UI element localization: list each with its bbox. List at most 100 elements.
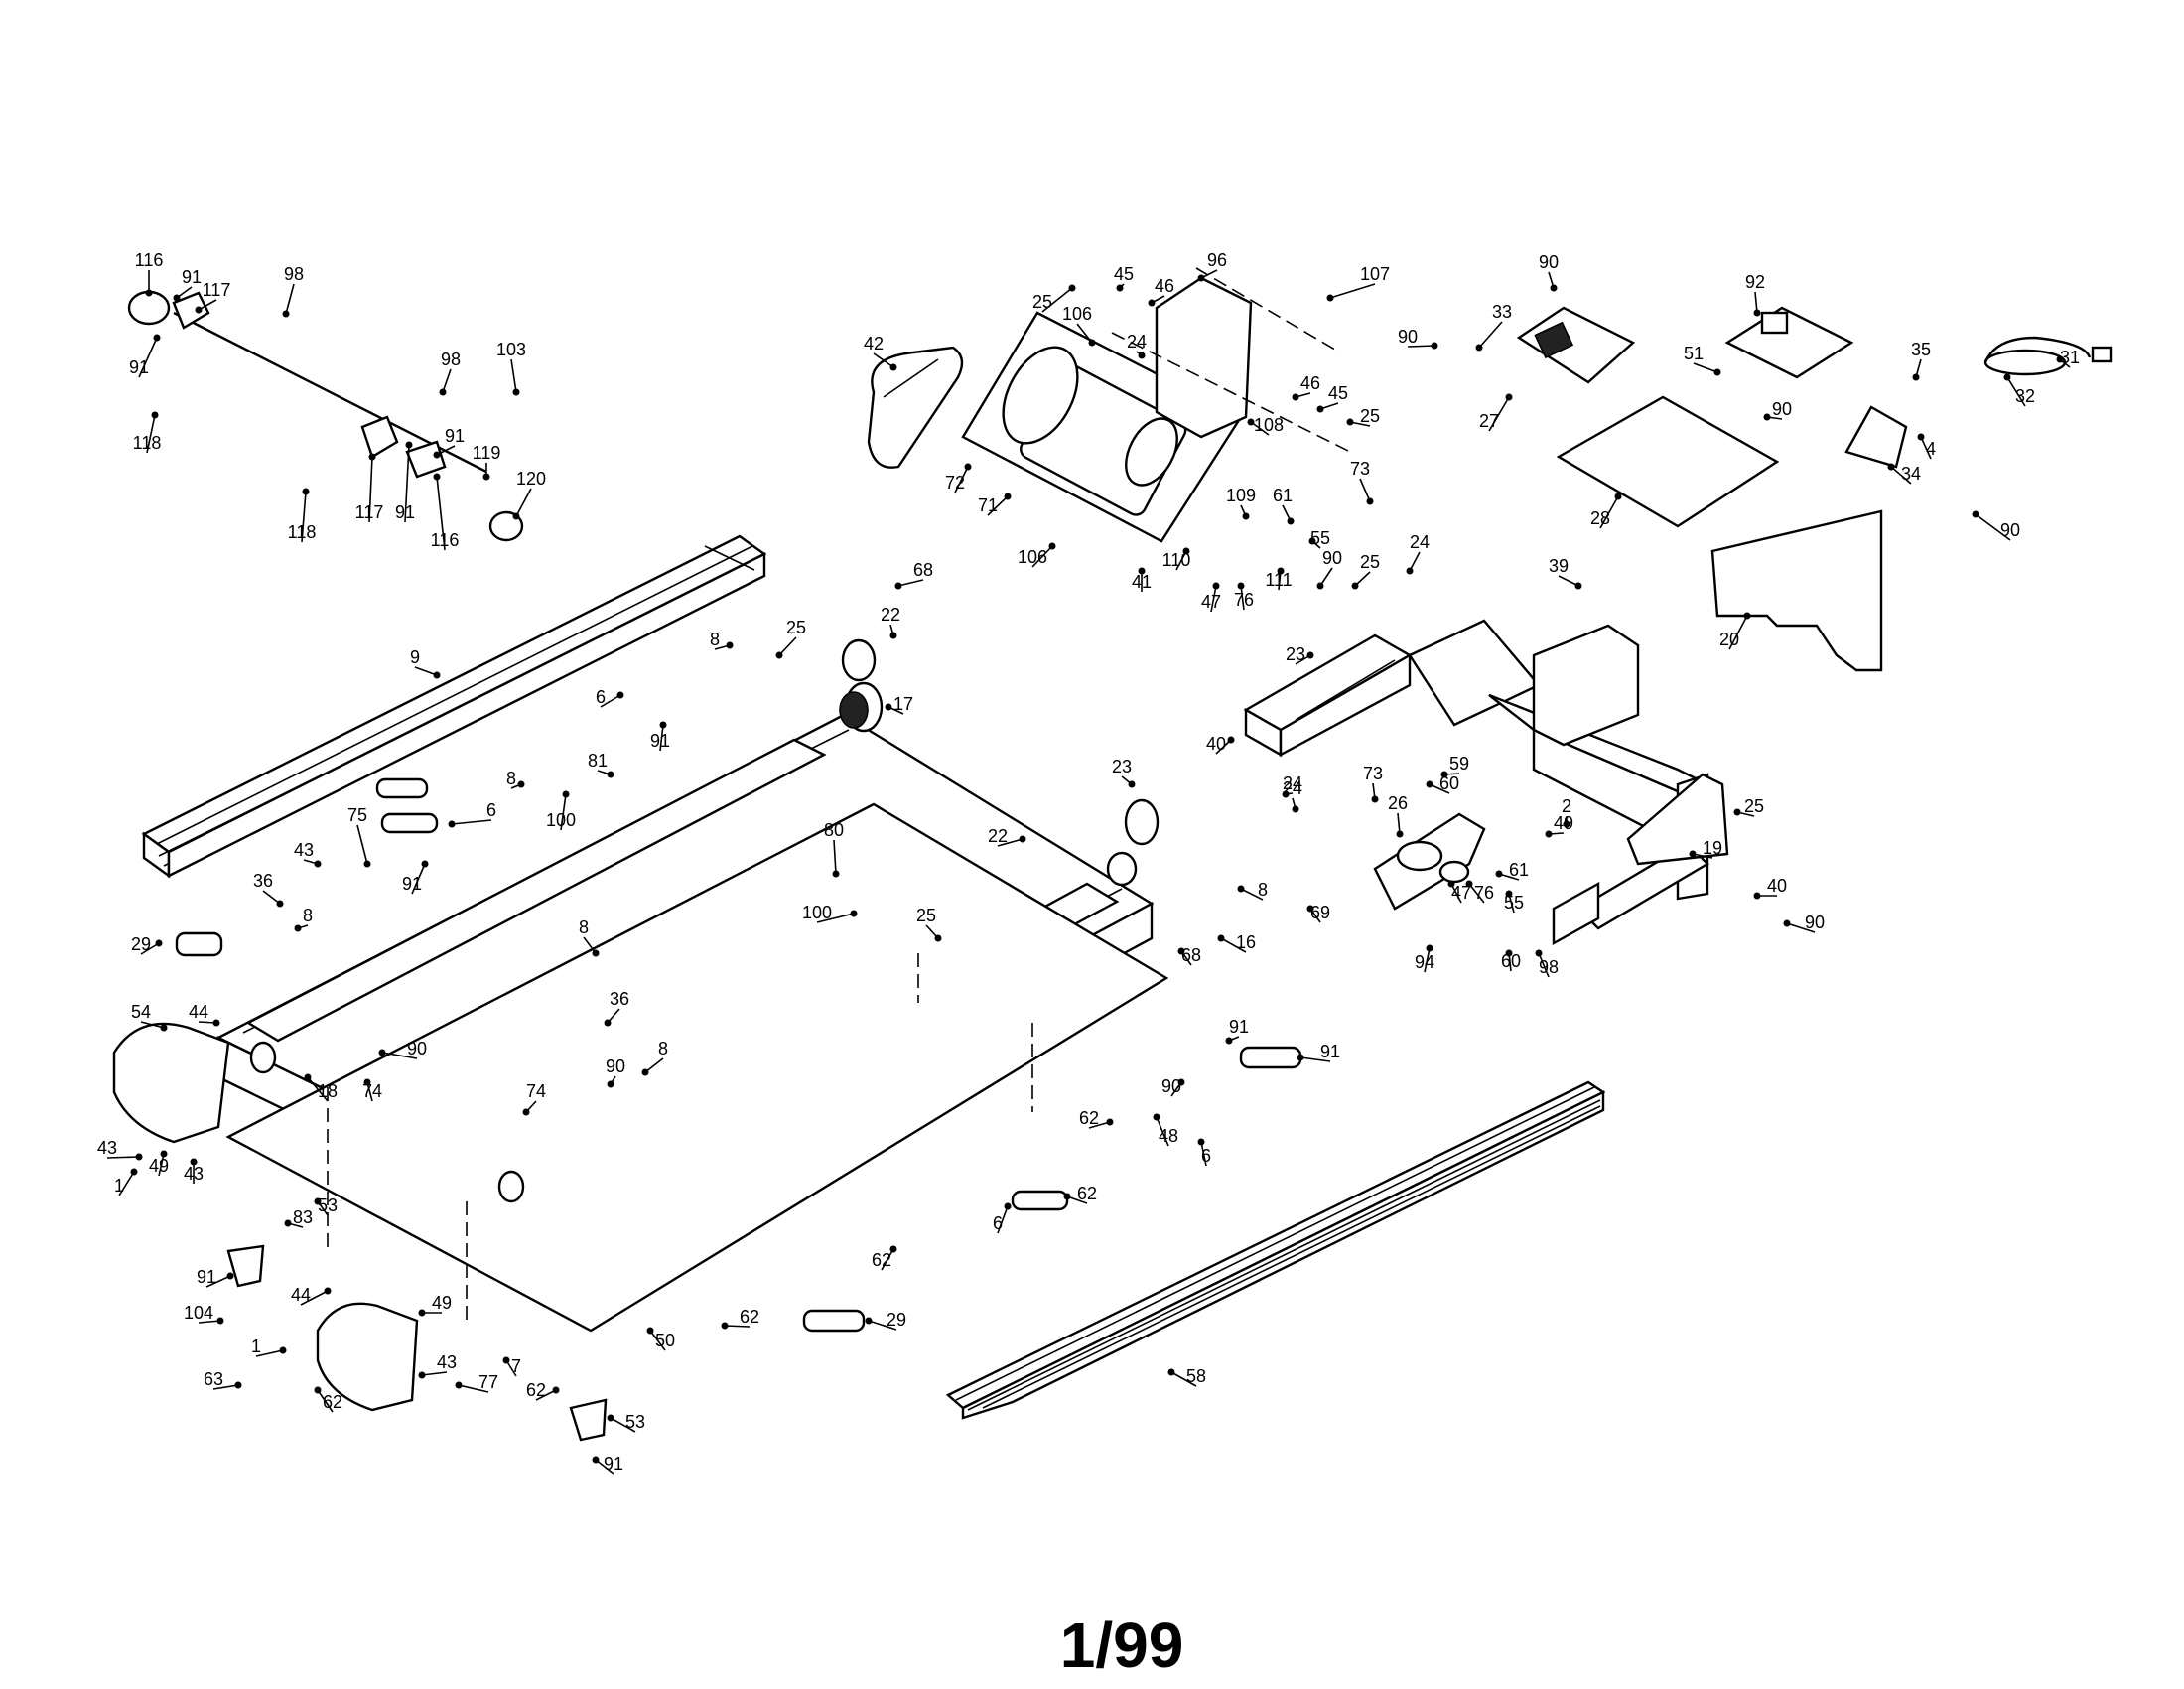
- part-number-label: 91: [197, 1267, 216, 1287]
- callout-leader: [1429, 783, 1450, 794]
- callout-anchor: [1088, 339, 1096, 347]
- part-number-label: 68: [1181, 945, 1201, 965]
- part-number-label: 60: [1439, 774, 1459, 793]
- callout-anchor: [502, 1356, 510, 1364]
- part-number-label: 117: [355, 502, 384, 522]
- callout-anchor: [1292, 393, 1299, 401]
- part-number-label: 23: [1112, 757, 1132, 776]
- callout-anchor: [2056, 355, 2064, 363]
- part-number-label: 81: [588, 751, 608, 771]
- callout-leader: [1066, 1196, 1088, 1204]
- part-number-label: 25: [1032, 292, 1052, 312]
- board-mount-plate: [1556, 395, 1780, 528]
- callout-leader: [1041, 287, 1073, 313]
- callout-anchor: [1447, 880, 1455, 888]
- part-number-label: 91: [445, 426, 465, 446]
- part-number-label: 54: [131, 1002, 151, 1022]
- part-number-label: 41: [1132, 572, 1152, 592]
- callout-anchor: [1242, 512, 1250, 520]
- part-number-label: 118: [288, 522, 317, 542]
- callout-leader: [1319, 567, 1333, 587]
- callout-leader: [644, 1057, 664, 1073]
- callout-anchor: [1306, 905, 1314, 913]
- part-number-label: 7: [511, 1356, 521, 1376]
- callout-anchor: [1574, 582, 1582, 590]
- callout-leader: [1210, 585, 1217, 613]
- callout-anchor: [433, 451, 441, 459]
- callout-leader: [1468, 883, 1485, 904]
- callout-anchor: [1197, 274, 1205, 282]
- callout-anchor: [1182, 547, 1190, 555]
- callout-anchor: [1346, 418, 1354, 426]
- callout-anchor: [363, 860, 371, 868]
- part-number-label: 47: [1451, 883, 1471, 903]
- callout-leader: [2006, 376, 2026, 407]
- part-number-label: 1: [251, 1337, 261, 1356]
- callout-anchor: [721, 1322, 729, 1330]
- part-number-label: 111: [1265, 570, 1292, 590]
- part-number-label: 62: [323, 1392, 342, 1412]
- callout-anchor: [155, 939, 163, 947]
- base-plate: [225, 802, 1169, 1333]
- callout-anchor: [641, 1068, 649, 1076]
- callout-anchor: [1148, 299, 1156, 307]
- part-number-label: 36: [610, 989, 629, 1009]
- callout-leader: [1407, 345, 1435, 348]
- callout-leader: [1299, 1056, 1331, 1062]
- callout-anchor: [216, 1317, 224, 1325]
- part-number-label: 19: [1703, 838, 1722, 858]
- callout-anchor: [1351, 582, 1359, 590]
- part-number-label: 22: [988, 826, 1008, 846]
- callout-anchor: [173, 294, 181, 302]
- callout-anchor: [1505, 949, 1513, 957]
- callout-leader: [1728, 615, 1748, 650]
- part-number-label: 6: [596, 687, 606, 707]
- part-number-label: 8: [710, 630, 720, 649]
- part-number-label: 94: [1415, 952, 1434, 972]
- callout-leader: [1450, 883, 1462, 904]
- callout-anchor: [1505, 393, 1513, 401]
- callout-anchor: [1912, 373, 1920, 381]
- part-number-label: 119: [473, 443, 501, 463]
- callout-leader: [1250, 421, 1270, 436]
- part-number-label: 118: [133, 433, 162, 453]
- callout-anchor: [1063, 1193, 1071, 1200]
- part-number-label: 47: [1201, 592, 1221, 612]
- callout-anchor: [1004, 493, 1012, 500]
- callout-leader: [404, 444, 410, 523]
- callout-anchor: [314, 1386, 322, 1394]
- end-cap-right: [316, 1302, 419, 1412]
- callout-leader: [1409, 551, 1421, 572]
- callout-anchor: [1106, 1118, 1114, 1126]
- callout-anchor: [832, 870, 840, 878]
- part-number-label: 45: [1328, 383, 1348, 403]
- callout-anchor: [1972, 510, 1979, 518]
- part-number-label: 106: [1062, 304, 1092, 324]
- part-number-label: 80: [824, 820, 844, 840]
- end-cap-left: [112, 1022, 230, 1144]
- lift-motor: [1373, 812, 1486, 911]
- callout-anchor: [190, 1158, 198, 1166]
- callout-anchor: [616, 691, 624, 699]
- part-number-label: 48: [1159, 1126, 1178, 1146]
- part-number-label: 25: [1744, 796, 1764, 816]
- callout-anchor: [894, 582, 902, 590]
- motor-panel: [961, 311, 1243, 543]
- part-number-label: 46: [1300, 373, 1320, 393]
- callout-anchor: [1545, 830, 1553, 838]
- part-number-label: 33: [1492, 302, 1512, 322]
- callout-anchor: [482, 473, 490, 481]
- callout-anchor: [304, 1073, 312, 1081]
- callout-leader: [833, 839, 837, 875]
- callout-leader: [411, 863, 426, 895]
- callout-anchor: [1563, 820, 1570, 828]
- callout-anchor: [1128, 780, 1136, 788]
- callout-anchor: [889, 1245, 897, 1253]
- part-number-label: 62: [740, 1307, 759, 1327]
- callout-anchor: [145, 289, 153, 297]
- part-number-label: 103: [496, 340, 526, 359]
- callout-leader: [458, 1384, 489, 1393]
- part-number-label: 90: [606, 1056, 625, 1076]
- part-number-label: 39: [1549, 556, 1569, 576]
